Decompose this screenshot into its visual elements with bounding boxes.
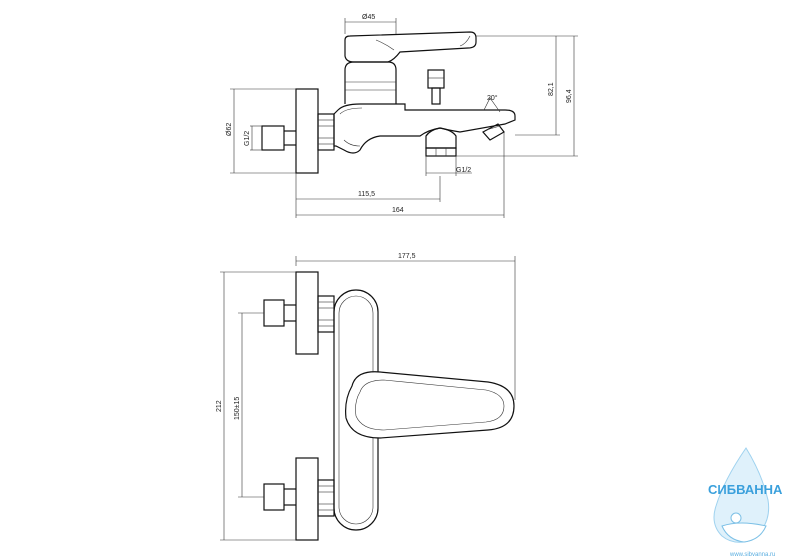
dim-d62: Ø62 [226, 123, 233, 136]
logo-name: СИБВАННА [708, 482, 783, 497]
logo-url: www.sibvanna.ru [729, 552, 775, 558]
dim-w177: 177,5 [398, 253, 416, 260]
inlet-nut-side [261, 125, 285, 151]
dim-h82: 82,1 [548, 82, 555, 96]
dim-h212: 212 [216, 400, 223, 412]
upper-inlet-nut [263, 299, 285, 327]
dim-d45: Ø45 [362, 14, 375, 21]
faucet-body-side [333, 103, 516, 154]
upper-eccentric-nut [317, 295, 335, 333]
dim-w115: 115,5 [358, 191, 375, 198]
diverter-stem-side [431, 87, 441, 105]
side-view: Ø45 82,1 96,4 20° Ø62 G1/2 G1/2 115,5 [226, 14, 578, 218]
dim-c150: 150±15 [234, 397, 241, 420]
dim-g12-left: G1/2 [244, 131, 251, 146]
cartridge-housing-side [344, 61, 397, 104]
eccentric-nut-side [317, 113, 335, 151]
dim-h96: 96,4 [566, 89, 573, 103]
water-drop-icon [713, 447, 770, 543]
brand-logo: СИБВАННА www.sibvanna.ru [708, 447, 783, 558]
lower-eccentric-nut [317, 479, 335, 517]
dim-g12-bottom: G1/2 [456, 167, 471, 174]
wall-flange-side [295, 88, 319, 174]
spout-nozzle-side [482, 123, 505, 141]
lower-flange-front [295, 457, 319, 541]
lower-inlet-nut [263, 483, 285, 511]
dim-angle: 20° [487, 94, 498, 102]
shower-outlet-side [425, 127, 457, 149]
dim-w164: 164 [392, 207, 404, 214]
front-view: 177,5 212 150±15 [216, 253, 516, 541]
shower-outlet-nut [425, 147, 457, 157]
diverter-knob-side [427, 69, 445, 89]
bathtub-icon [721, 522, 767, 543]
handle-lever-side [344, 31, 477, 63]
upper-flange-front [295, 271, 319, 355]
